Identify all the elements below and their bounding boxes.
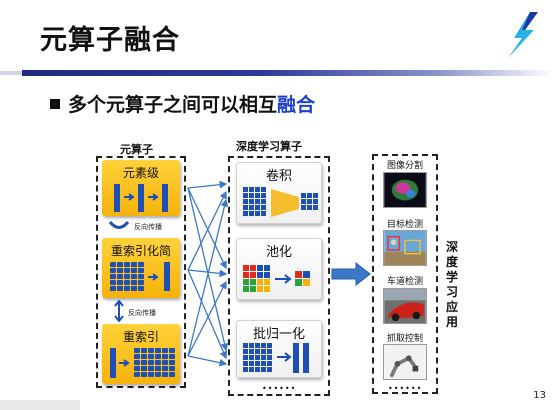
task-label: 抓取控制 [386, 334, 423, 344]
big-right-arrow-icon [331, 262, 371, 286]
meta-op-label: 重索引 [122, 330, 159, 344]
dl-op-card-pool: 池化 [236, 238, 322, 300]
player-bar [0, 400, 80, 410]
page-number: 13 [533, 390, 546, 401]
tensor-grid [134, 348, 175, 377]
dl-op-card-conv: 卷积 [236, 162, 322, 224]
tensor-bar [138, 184, 144, 212]
task-label: 目标检测 [386, 220, 423, 230]
fusion-arrows [187, 180, 229, 367]
title-rule-left [0, 71, 22, 75]
right-arrow-icon [148, 273, 159, 281]
segmentation-thumbnail [383, 172, 427, 208]
pool-illustration [243, 265, 310, 292]
title-rule [22, 70, 554, 76]
tensor-bar [110, 348, 116, 378]
lane-detection-thumbnail [383, 288, 427, 324]
tasks-ellipsis: •••••• [388, 384, 423, 393]
meta-op-card-reindex: 重索引 [102, 324, 180, 384]
up-down-arrow-icon [114, 300, 124, 322]
meta-op-label: 元素级 [122, 166, 159, 180]
backprop-note: 反向传播 [134, 223, 162, 231]
batchnorm-illustration [243, 343, 309, 373]
grasp-control-thumbnail [383, 344, 427, 380]
dl-ops-container [228, 156, 330, 396]
task-label: 图像分割 [386, 161, 423, 171]
meta-op-label: 重索引化简 [110, 244, 171, 258]
bullet-square-icon [50, 99, 60, 109]
logo-icon [508, 12, 538, 58]
tensor-bar [114, 184, 120, 212]
backprop-note: 反向传播 [128, 309, 156, 317]
dl-op-label: 池化 [265, 245, 292, 260]
right-arrow-icon [124, 193, 135, 201]
meta-ops-container [96, 156, 186, 388]
tensor-bar [164, 262, 170, 291]
right-arrow-icon [119, 359, 130, 367]
bullet-text: 多个元算子之间可以相互 [68, 94, 278, 116]
tasks-container [372, 154, 438, 394]
slide-title: 元算子融合 [40, 25, 180, 56]
dl-op-card-batchnorm: 批归一化 [236, 320, 322, 378]
tensor-bar [162, 184, 168, 212]
tensor-grid [110, 262, 144, 291]
curved-arrow-icon [108, 220, 130, 229]
right-arrow-icon [148, 193, 159, 201]
dl-ops-ellipsis: •••••• [262, 384, 297, 393]
dl-op-label: 卷积 [265, 169, 292, 184]
meta-op-card-elementwise: 元素级 [102, 160, 180, 216]
dl-ops-label: 深度学习算子 [236, 140, 302, 153]
meta-ops-label: 元算子 [120, 143, 153, 156]
conv-illustration [243, 187, 318, 217]
vertical-app-label: 深度学习应用 [445, 240, 458, 329]
bullet-line: 多个元算子之间可以相互融合 [68, 90, 315, 117]
task-label: 车道检测 [386, 277, 423, 287]
dl-op-label: 批归一化 [252, 327, 305, 342]
meta-op-card-reindex-reduce: 重索引化简 [102, 238, 180, 298]
bullet-highlight: 融合 [277, 94, 316, 116]
detection-thumbnail [383, 230, 427, 266]
